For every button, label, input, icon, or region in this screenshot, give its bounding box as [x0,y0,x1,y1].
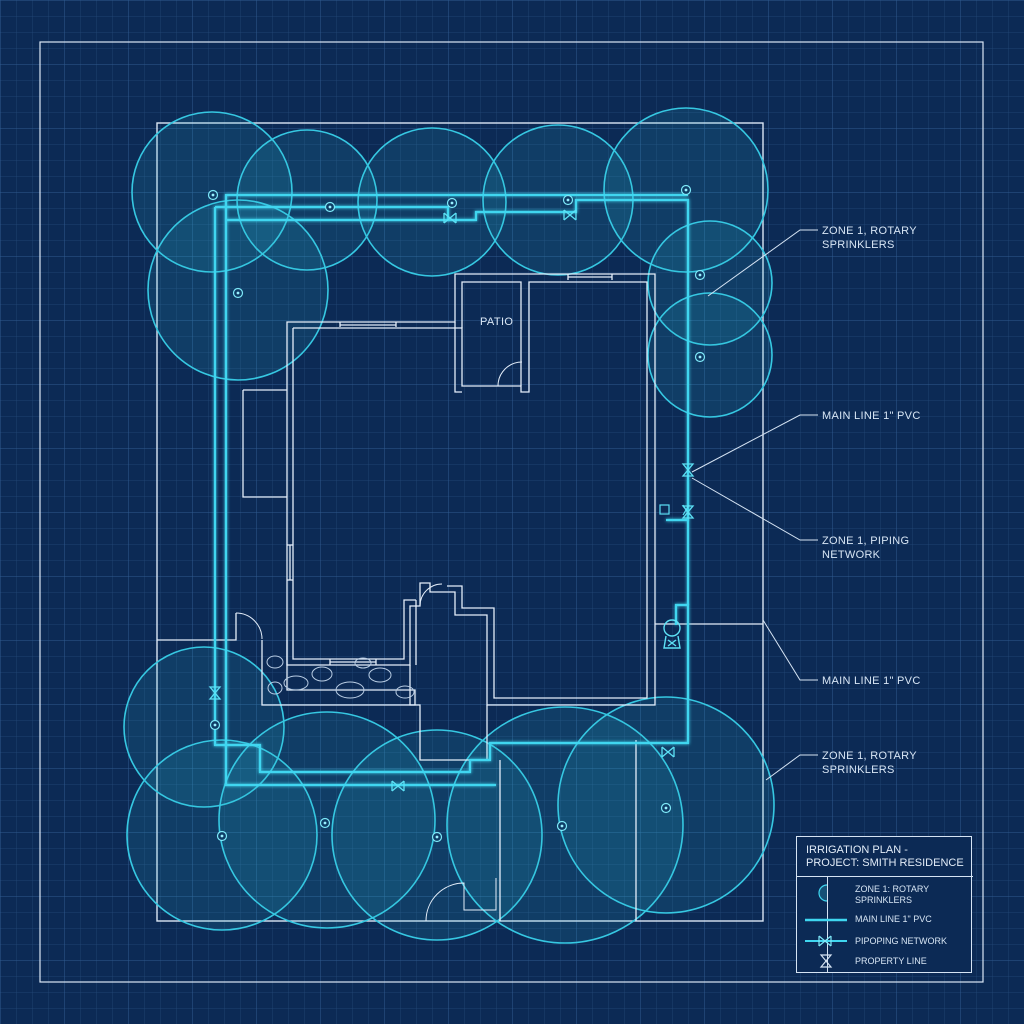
spray-coverage-circle [357,127,507,277]
legend-label-piping: PIPOPING NETWORK [855,936,948,946]
sprinkler-head-icon [216,830,228,842]
legend-item-property-line: PROPERTY LINE [797,949,973,973]
valve-icon [681,505,695,519]
sprinkler-head-icon [694,351,706,363]
sprinkler-head-icon [324,201,336,213]
sprinkler-head-icon [431,831,443,843]
sprinkler-head-icon [556,820,568,832]
valve-icon [563,209,577,221]
main-line-pvc [213,193,690,787]
spray-coverage-circle [647,220,773,346]
valve-icon [443,212,457,224]
sprinkler-head-icon [446,197,458,209]
planter-stones [266,655,415,699]
valve-icon [391,780,405,792]
legend-title: IRRIGATION PLAN - PROJECT: SMITH RESIDEN… [797,837,973,877]
legend-label-rotary: ZONE 1: ROTARY SPRINKLERS [855,884,930,905]
callout-main-line-bottom: MAIN LINE 1" PVC [822,675,921,687]
sprinkler-head-icon [232,287,244,299]
callout-piping-network: ZONE 1, PIPING NETWORK [822,535,910,561]
piping-valves [208,209,695,792]
legend-item-piping: PIPOPING NETWORK [797,929,973,953]
legend-box: IRRIGATION PLAN - PROJECT: SMITH RESIDEN… [796,836,973,973]
spray-coverage-circle [647,292,773,418]
piping-valve-icon [805,935,847,947]
backflow-valve-icon [659,504,690,516]
house-walls [157,273,763,922]
sprinkler-head-icon [562,194,574,206]
valve-icon [681,463,695,477]
sprinkler-circle-icon [818,884,827,902]
valve-icon [661,746,675,758]
sprinkler-head-icon [319,817,331,829]
sprinkler-head-icon [660,802,672,814]
sprinkler-heads [207,184,706,843]
legend-item-main-line: MAIN LINE 1" PVC [797,907,973,931]
patio-label: PATIO [480,316,514,328]
sprinkler-head-icon [694,269,706,281]
callout-zone-rotary-bottom: ZONE 1, ROTARY SPRINKLERS [822,750,917,776]
legend-divider [827,877,828,972]
callout-main-line-top: MAIN LINE 1" PVC [822,410,921,422]
legend-item-rotary: ZONE 1: ROTARY SPRINKLERS [797,881,973,905]
spray-coverage-circle [123,646,285,808]
legend-label-property-line: PROPERTY LINE [855,956,927,966]
callout-zone-rotary-top: ZONE 1, ROTARY SPRINKLERS [822,225,917,251]
callout-leaders [691,229,818,781]
sheet-border [39,41,984,983]
hourglass-valve-icon [819,954,833,968]
legend-label-main-line: MAIN LINE 1" PVC [855,914,932,924]
sprinkler-head-icon [209,719,221,731]
main-line-icon [805,918,847,922]
controller-icon [663,619,681,649]
property-line [156,122,764,922]
valve-icon [208,686,222,700]
sprinkler-head-icon [207,189,219,201]
sprinkler-head-icon [680,184,692,196]
